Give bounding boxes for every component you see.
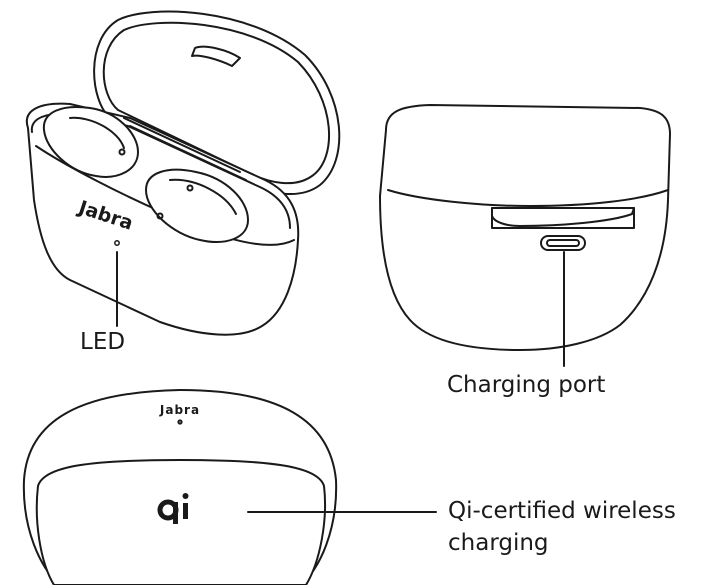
case-bottom-view: Jabra <box>22 389 437 585</box>
lid-seam-tab <box>491 207 635 227</box>
case-base <box>25 102 300 336</box>
open-case: Jabra <box>25 10 341 336</box>
closed-case-rear <box>379 104 671 367</box>
left-earbud-cavity <box>42 106 139 178</box>
led-label: LED <box>80 329 126 355</box>
brand-logo-case-top: Jabra <box>159 403 200 417</box>
right-earbud-cavity <box>145 168 249 243</box>
led-indicator <box>114 240 120 246</box>
charging-port-label: Charging port <box>447 372 606 398</box>
qi-logo-icon <box>157 493 189 524</box>
qi-charging-label: Qi-certified wireless charging <box>448 498 676 556</box>
case-lid <box>93 10 341 196</box>
